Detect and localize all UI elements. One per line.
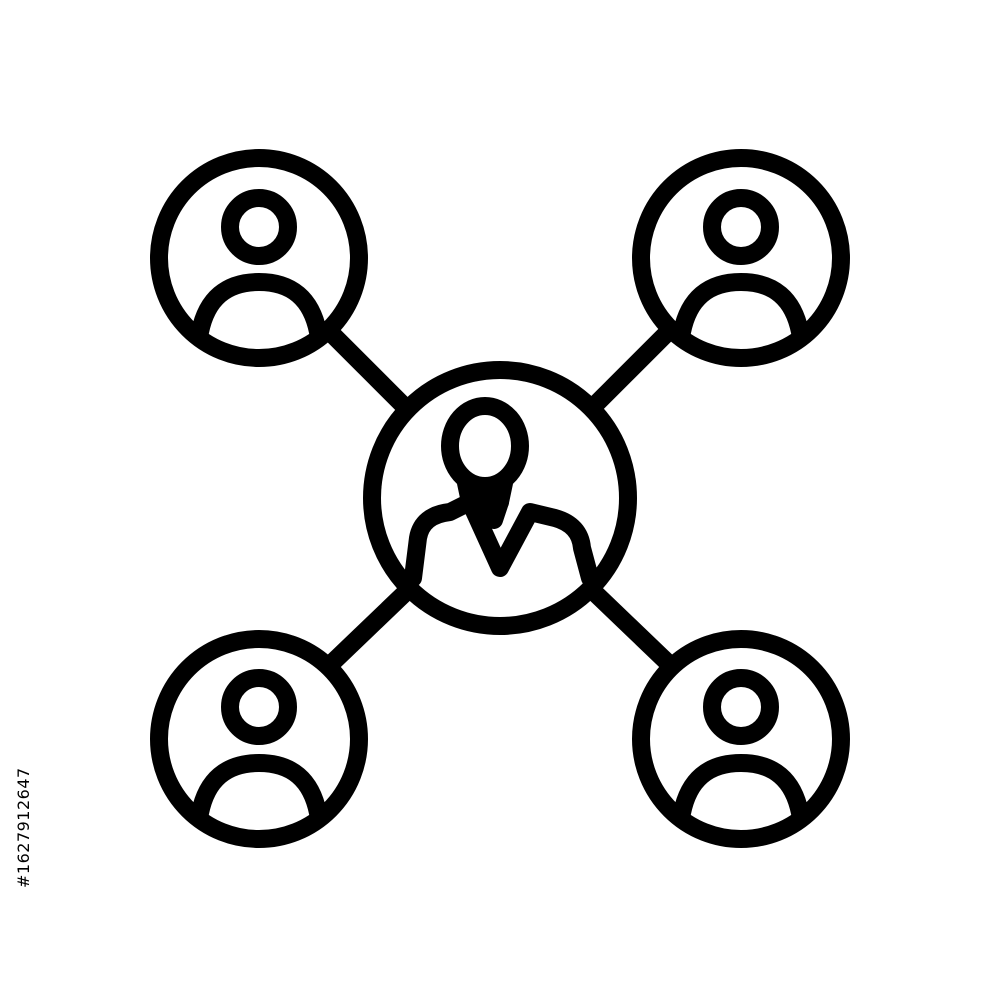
connector-line-bottom-right (586, 584, 677, 672)
user-node-top-left (150, 149, 368, 367)
user-node-bottom-right (632, 630, 850, 848)
node-circle (632, 630, 850, 848)
manager-node-center (363, 361, 637, 635)
node-circle (363, 361, 637, 635)
node-circle (150, 630, 368, 848)
user-icon-head (703, 669, 779, 745)
watermark-id-text: #1627912647 (14, 767, 33, 888)
connector-line-bottom-left (323, 584, 414, 672)
manager-icon-head (441, 397, 529, 495)
user-icon-shoulders (191, 754, 327, 822)
user-icon-shoulders (673, 754, 809, 822)
user-icon-shoulders (191, 273, 327, 341)
user-icon-head (703, 189, 779, 265)
user-icon-shoulders (673, 273, 809, 341)
connector-line-top-right (586, 323, 677, 414)
user-node-bottom-left (150, 630, 368, 848)
user-node-top-right (632, 149, 850, 367)
node-circle (632, 149, 850, 367)
manager-icon-tie (461, 493, 509, 529)
connector-line-top-left (321, 323, 414, 416)
manager-icon-body (404, 493, 599, 587)
user-icon-head (221, 669, 297, 745)
node-circle (150, 149, 368, 367)
user-icon-head (221, 189, 297, 265)
